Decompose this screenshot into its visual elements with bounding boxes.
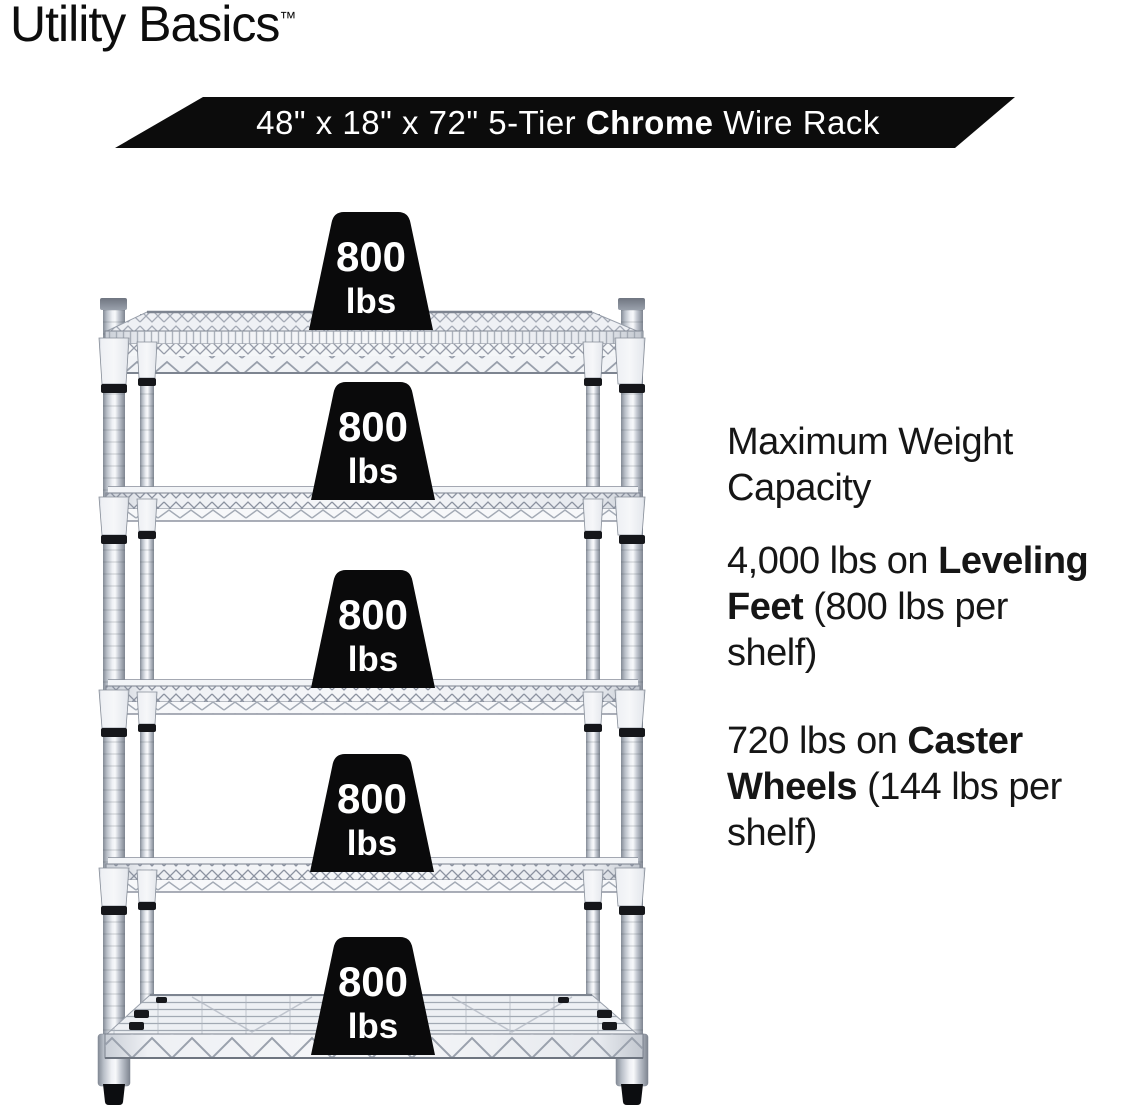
text-line: 4,000 lbs on Leveling xyxy=(727,538,1126,584)
shelf-collars xyxy=(98,337,646,393)
weight-shape xyxy=(311,570,435,688)
weight-unit: lbs xyxy=(348,640,399,679)
weight-unit: lbs xyxy=(348,452,399,491)
weight-unit: lbs xyxy=(348,1007,399,1046)
shelf-tier-3 xyxy=(98,679,646,737)
shelf-collars xyxy=(98,867,646,915)
text-run: (800 lbs per xyxy=(803,586,1008,628)
trademark-symbol: ™ xyxy=(279,8,297,28)
weight-badge-tier-2: 800 lbs xyxy=(311,382,435,500)
text-line: Feet (800 lbs per xyxy=(727,584,1126,630)
text-run: (144 lbs per xyxy=(857,766,1062,808)
text-line: shelf) xyxy=(727,630,1126,676)
weight-shape xyxy=(311,382,435,500)
weight-value: 800 xyxy=(337,775,407,822)
weight-badge-tier-1: 800 lbs xyxy=(309,212,433,330)
text-run: shelf) xyxy=(727,632,817,674)
text-run: Feet xyxy=(727,586,804,628)
text-run: Wire Rack xyxy=(713,104,880,141)
shelf-collars xyxy=(98,689,646,737)
text-run: Maximum Weight xyxy=(727,421,1013,463)
post-cap xyxy=(618,298,645,310)
weight-value: 800 xyxy=(338,591,408,638)
weight-badge-tier-4: 800 lbs xyxy=(310,754,434,872)
text-run: Leveling xyxy=(938,540,1089,582)
foot-tip-right xyxy=(621,1084,643,1105)
weight-value: 800 xyxy=(336,233,406,280)
product-title-banner: 48" x 18" x 72" 5-Tier Chrome Wire Rack xyxy=(115,97,1015,148)
text-run: 720 lbs on xyxy=(727,720,908,762)
weight-badge-tier-3: 800 lbs xyxy=(311,570,435,688)
text-run: shelf) xyxy=(727,812,817,854)
weight-value: 800 xyxy=(338,403,408,450)
text-run: 4,000 lbs on xyxy=(727,540,939,582)
text-line: shelf) xyxy=(727,810,1126,856)
shelf-corner-clips xyxy=(129,997,617,1030)
text-line: Capacity xyxy=(727,465,1126,511)
text-run: Chrome xyxy=(585,104,714,141)
text-run: Caster xyxy=(907,720,1023,762)
weight-shape xyxy=(311,937,435,1055)
text-run: 48" x 18" x 72" 5-Tier xyxy=(256,104,586,141)
shelf-tier-2 xyxy=(98,486,646,544)
shelf-collars xyxy=(98,496,646,544)
text-run: Wheels xyxy=(727,766,858,808)
weight-unit: lbs xyxy=(346,282,397,321)
post-cap xyxy=(100,298,127,310)
brand-logo: Utility Basics™ xyxy=(10,0,296,54)
brand-name: Utility Basics xyxy=(10,0,280,52)
text-line: Wheels (144 lbs per xyxy=(727,764,1126,810)
weight-shape xyxy=(309,212,433,330)
text-line: 720 lbs on Caster xyxy=(727,718,1126,764)
weight-badge-tier-5: 800 lbs xyxy=(311,937,435,1055)
weight-unit: lbs xyxy=(347,824,398,863)
weight-value: 800 xyxy=(338,958,408,1005)
text-run: Capacity xyxy=(727,467,871,509)
foot-tip-left xyxy=(103,1084,125,1105)
text-line: Maximum Weight xyxy=(727,419,1126,465)
weight-shape xyxy=(310,754,434,872)
